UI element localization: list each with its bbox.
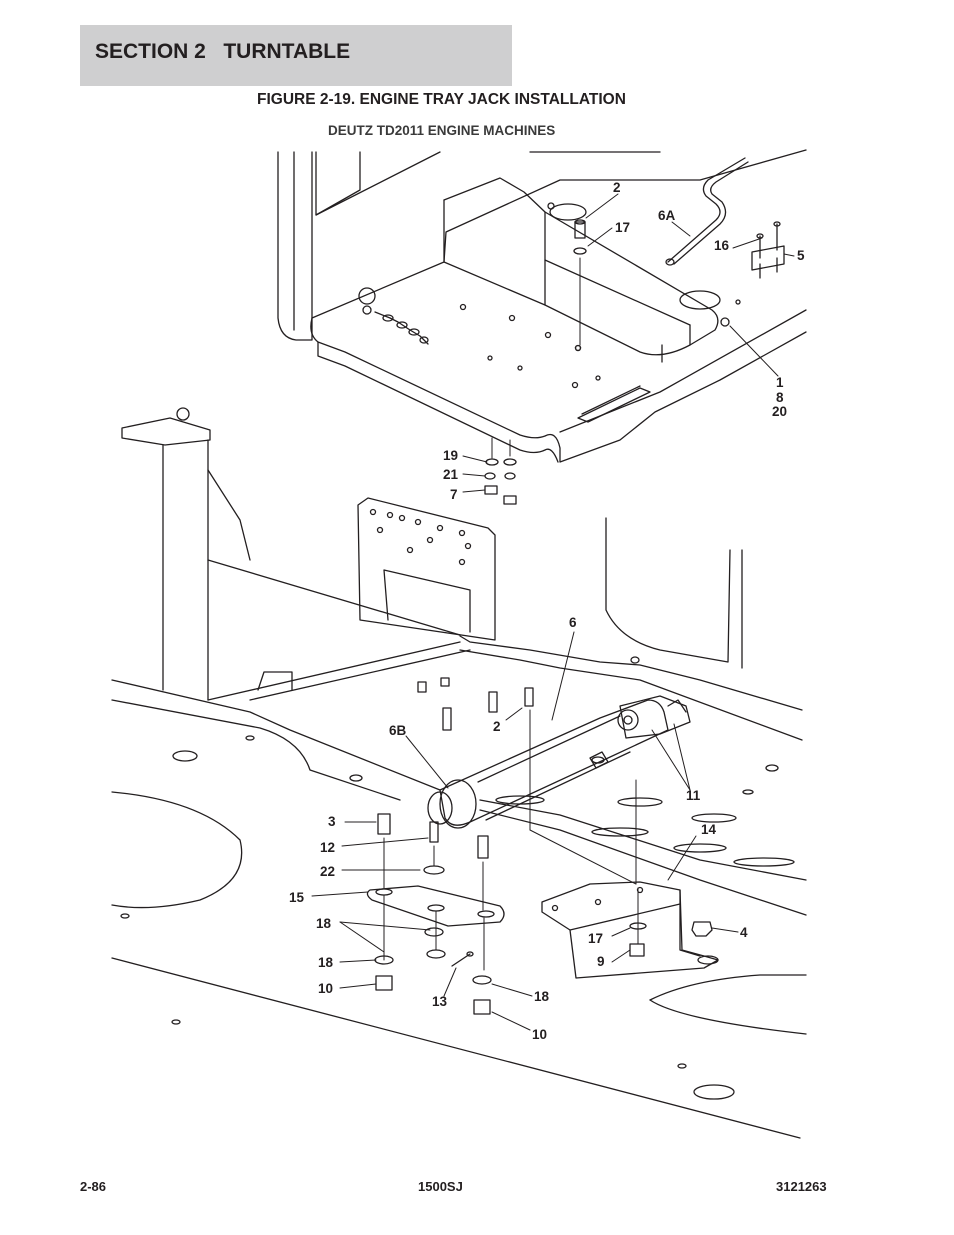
- callout-17-top: 17: [615, 220, 630, 235]
- callout-6a: 6A: [658, 208, 676, 223]
- callout-10-b: 10: [532, 1027, 547, 1042]
- callout-6: 6: [569, 615, 577, 630]
- callout-18-c: 18: [534, 989, 550, 1004]
- leader-lines: [311, 193, 795, 1031]
- callout-17-bot: 17: [588, 931, 603, 946]
- page-number: 2-86: [80, 1179, 107, 1194]
- jack-assembly: [366, 695, 719, 1015]
- callout-18-b: 18: [318, 955, 334, 970]
- callout-22: 22: [320, 864, 335, 879]
- callout-3: 3: [328, 814, 336, 829]
- callout-14: 14: [701, 822, 717, 837]
- callout-6b: 6B: [389, 723, 407, 738]
- callout-4: 4: [740, 925, 748, 940]
- section-title: SECTION 2 TURNTABLE: [95, 40, 351, 63]
- callout-11: 11: [686, 788, 701, 803]
- engine-tray: [277, 149, 807, 505]
- callout-18-a: 18: [316, 916, 332, 931]
- callout-9: 9: [597, 954, 605, 969]
- figure-subtitle: DEUTZ TD2011 ENGINE MACHINES: [328, 123, 556, 138]
- callout-labels: 2 17 6A 16 5 1 8 20 19 21 7 6 6B 2 11 14…: [289, 180, 805, 1042]
- section-header-bar: [80, 25, 512, 86]
- callout-10-a: 10: [318, 981, 333, 996]
- callout-2-top: 2: [613, 180, 621, 195]
- callout-7: 7: [450, 487, 458, 502]
- callout-20: 20: [772, 404, 787, 419]
- turntable-frame: [111, 407, 807, 1139]
- callout-1: 1: [776, 375, 784, 390]
- figure-title: FIGURE 2-19. ENGINE TRAY JACK INSTALLATI…: [257, 91, 626, 108]
- model-name: 1500SJ: [418, 1179, 463, 1194]
- callout-21: 21: [443, 467, 459, 482]
- callout-13: 13: [432, 994, 448, 1009]
- callout-15: 15: [289, 890, 305, 905]
- callout-2-mid: 2: [493, 719, 501, 734]
- callout-19: 19: [443, 448, 458, 463]
- callout-12: 12: [320, 840, 335, 855]
- manual-number: 3121263: [776, 1179, 827, 1194]
- callout-16: 16: [714, 238, 730, 253]
- callout-8: 8: [776, 390, 784, 405]
- callout-5: 5: [797, 248, 805, 263]
